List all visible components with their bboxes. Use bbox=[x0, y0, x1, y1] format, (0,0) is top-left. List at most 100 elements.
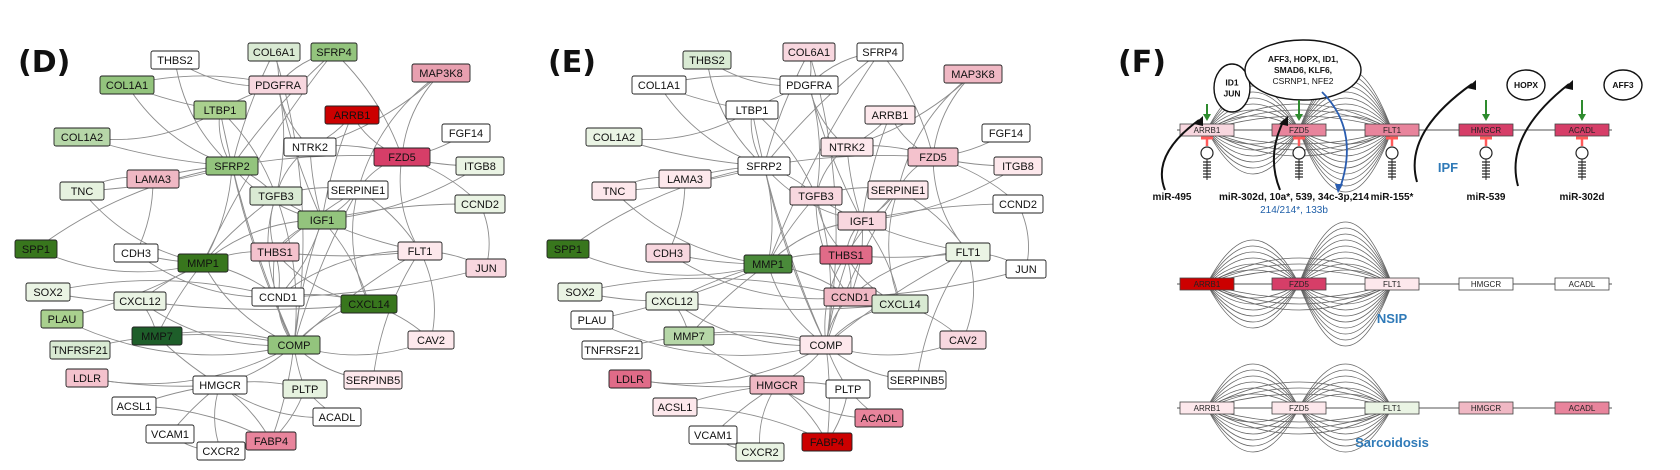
panel-d-node-col1a2[interactable]: COL1A2 bbox=[53, 127, 111, 147]
panel-e-node-fgf14[interactable]: FGF14 bbox=[981, 123, 1031, 143]
panel-e-node-plau[interactable]: PLAU bbox=[570, 310, 614, 330]
gene-node-acadl[interactable]: ACADL bbox=[1554, 123, 1610, 137]
panel-d-node-tgfb3[interactable]: TGFB3 bbox=[249, 186, 303, 206]
panel-e-node-arrb1[interactable]: ARRB1 bbox=[864, 105, 916, 125]
gene-node-flt1[interactable]: FLT1 bbox=[1364, 123, 1420, 137]
panel-e-node-map3k8[interactable]: MAP3K8 bbox=[943, 64, 1003, 84]
panel-e-node-thbs2[interactable]: THBS2 bbox=[682, 50, 732, 70]
panel-d-node-cdh3[interactable]: CDH3 bbox=[113, 243, 159, 263]
panel-d-node-sfrp2[interactable]: SFRP2 bbox=[205, 156, 259, 176]
panel-e-node-sox2[interactable]: SOX2 bbox=[557, 282, 603, 302]
panel-e-node-comp[interactable]: COMP bbox=[799, 335, 853, 355]
gene-node-hmgcr[interactable]: HMGCR bbox=[1458, 123, 1514, 137]
gene-node-fzd5[interactable]: FZD5 bbox=[1271, 401, 1327, 415]
panel-e-node-sfrp2[interactable]: SFRP2 bbox=[737, 156, 791, 176]
panel-d-node-ccnd2[interactable]: CCND2 bbox=[454, 194, 506, 214]
panel-e-node-pltp[interactable]: PLTP bbox=[825, 379, 871, 399]
panel-d-node-serpine1[interactable]: SERPINE1 bbox=[327, 180, 389, 200]
panel-d-node-lama3[interactable]: LAMA3 bbox=[126, 169, 180, 189]
panel-e-node-col1a2[interactable]: COL1A2 bbox=[585, 127, 643, 147]
panel-d-node-vcam1[interactable]: VCAM1 bbox=[145, 424, 195, 444]
panel-d-node-ccnd1[interactable]: CCND1 bbox=[251, 287, 305, 307]
panel-d-node-cav2[interactable]: CAV2 bbox=[407, 330, 455, 350]
panel-d-node-ldlr[interactable]: LDLR bbox=[65, 368, 109, 388]
panel-d-node-thbs2[interactable]: THBS2 bbox=[150, 50, 200, 70]
panel-e-node-ltbp1[interactable]: LTBP1 bbox=[725, 100, 779, 120]
panel-e-node-cdh3[interactable]: CDH3 bbox=[645, 243, 691, 263]
panel-d-node-cxcl14[interactable]: CXCL14 bbox=[340, 294, 398, 314]
panel-d-node-flt1[interactable]: FLT1 bbox=[397, 241, 443, 261]
panel-d-node-cxcl12[interactable]: CXCL12 bbox=[113, 291, 167, 311]
panel-e-node-mmp7[interactable]: MMP7 bbox=[663, 326, 715, 346]
panel-d-node-mmp1[interactable]: MMP1 bbox=[177, 253, 229, 273]
panel-e-node-cxcl14[interactable]: CXCL14 bbox=[871, 294, 929, 314]
panel-e-node-col6a1[interactable]: COL6A1 bbox=[782, 42, 836, 62]
gene-node-hmgcr[interactable]: HMGCR bbox=[1458, 401, 1514, 415]
panel-d-node-ntrk2[interactable]: NTRK2 bbox=[283, 137, 337, 157]
panel-d-node-mmp7[interactable]: MMP7 bbox=[131, 326, 183, 346]
panel-e-node-serpine1[interactable]: SERPINE1 bbox=[867, 180, 929, 200]
panel-e-node-tgfb3[interactable]: TGFB3 bbox=[789, 186, 843, 206]
panel-e-node-spp1[interactable]: SPP1 bbox=[546, 239, 590, 259]
panel-d-node-acsl1[interactable]: ACSL1 bbox=[111, 396, 157, 416]
panel-e-node-hmgcr[interactable]: HMGCR bbox=[749, 375, 805, 395]
panel-e-node-cav2[interactable]: CAV2 bbox=[939, 330, 987, 350]
panel-d-node-pltp[interactable]: PLTP bbox=[282, 379, 328, 399]
panel-d-node-ltbp1[interactable]: LTBP1 bbox=[193, 100, 247, 120]
panel-e-node-tnfrsf21[interactable]: TNFRSF21 bbox=[581, 340, 643, 360]
panel-d-node-map3k8[interactable]: MAP3K8 bbox=[411, 63, 471, 83]
panel-d-node-spp1[interactable]: SPP1 bbox=[14, 239, 58, 259]
gene-node-arrb1[interactable]: ARRB1 bbox=[1179, 277, 1235, 291]
panel-e-node-cxcr2[interactable]: CXCR2 bbox=[735, 442, 785, 462]
panel-d-node-jun[interactable]: JUN bbox=[465, 258, 507, 278]
panel-d-node-hmgcr[interactable]: HMGCR bbox=[192, 375, 248, 395]
panel-e-node-sfrp4[interactable]: SFRP4 bbox=[856, 42, 904, 62]
panel-e-node-col1a1[interactable]: COL1A1 bbox=[631, 75, 687, 95]
panel-e-node-acadl[interactable]: ACADL bbox=[854, 408, 904, 428]
panel-d-node-thbs1[interactable]: THBS1 bbox=[250, 242, 300, 262]
panel-d-node-comp[interactable]: COMP bbox=[267, 335, 321, 355]
panel-e-node-tnc[interactable]: TNC bbox=[591, 181, 637, 201]
panel-e-node-fabp4[interactable]: FABP4 bbox=[801, 432, 853, 452]
panel-e-node-cxcl12[interactable]: CXCL12 bbox=[645, 291, 699, 311]
gene-node-fzd5[interactable]: FZD5 bbox=[1271, 123, 1327, 137]
panel-e-node-thbs1[interactable]: THBS1 bbox=[819, 245, 873, 265]
panel-e-node-fzd5[interactable]: FZD5 bbox=[907, 147, 959, 167]
gene-node-fzd5[interactable]: FZD5 bbox=[1271, 277, 1327, 291]
panel-e-node-itgb8[interactable]: ITGB8 bbox=[993, 156, 1043, 176]
panel-d-node-plau[interactable]: PLAU bbox=[40, 309, 84, 329]
panel-e-node-ldlr[interactable]: LDLR bbox=[608, 369, 652, 389]
panel-e-node-pdgfra[interactable]: PDGFRA bbox=[779, 75, 839, 95]
panel-d-node-fzd5[interactable]: FZD5 bbox=[373, 147, 431, 167]
panel-d-node-sfrp4[interactable]: SFRP4 bbox=[310, 42, 358, 62]
gene-node-hmgcr[interactable]: HMGCR bbox=[1458, 277, 1514, 291]
panel-e-node-flt1[interactable]: FLT1 bbox=[945, 242, 991, 262]
panel-e-node-mmp1[interactable]: MMP1 bbox=[743, 254, 793, 274]
gene-node-arrb1[interactable]: ARRB1 bbox=[1179, 401, 1235, 415]
panel-d-node-fgf14[interactable]: FGF14 bbox=[441, 123, 491, 143]
panel-d-node-col1a1[interactable]: COL1A1 bbox=[99, 75, 155, 95]
panel-d-node-tnfrsf21[interactable]: TNFRSF21 bbox=[49, 340, 111, 360]
panel-e-node-igf1[interactable]: IGF1 bbox=[837, 211, 887, 231]
panel-e-node-serpinb5[interactable]: SERPINB5 bbox=[887, 370, 947, 390]
panel-e-node-lama3[interactable]: LAMA3 bbox=[658, 169, 712, 189]
panel-d-node-fabp4[interactable]: FABP4 bbox=[245, 431, 297, 451]
panel-d-node-serpinb5[interactable]: SERPINB5 bbox=[343, 370, 403, 390]
panel-e-node-acsl1[interactable]: ACSL1 bbox=[652, 397, 698, 417]
panel-d-node-cxcr2[interactable]: CXCR2 bbox=[196, 441, 246, 461]
gene-node-acadl[interactable]: ACADL bbox=[1554, 401, 1610, 415]
gene-node-arrb1[interactable]: ARRB1 bbox=[1179, 123, 1235, 137]
panel-d-node-sox2[interactable]: SOX2 bbox=[25, 282, 71, 302]
panel-d-node-arrb1[interactable]: ARRB1 bbox=[324, 105, 380, 125]
panel-d-node-acadl[interactable]: ACADL bbox=[312, 407, 362, 427]
panel-e-node-jun[interactable]: JUN bbox=[1005, 259, 1047, 279]
gene-node-acadl[interactable]: ACADL bbox=[1554, 277, 1610, 291]
panel-d-node-pdgfra[interactable]: PDGFRA bbox=[248, 75, 308, 95]
panel-d-node-col6a1[interactable]: COL6A1 bbox=[247, 42, 301, 62]
panel-e-node-ntrk2[interactable]: NTRK2 bbox=[820, 137, 874, 157]
panel-d-node-itgb8[interactable]: ITGB8 bbox=[455, 156, 505, 176]
gene-node-flt1[interactable]: FLT1 bbox=[1364, 401, 1420, 415]
gene-node-flt1[interactable]: FLT1 bbox=[1364, 277, 1420, 291]
panel-d-node-tnc[interactable]: TNC bbox=[59, 181, 105, 201]
panel-e-node-vcam1[interactable]: VCAM1 bbox=[688, 425, 738, 445]
